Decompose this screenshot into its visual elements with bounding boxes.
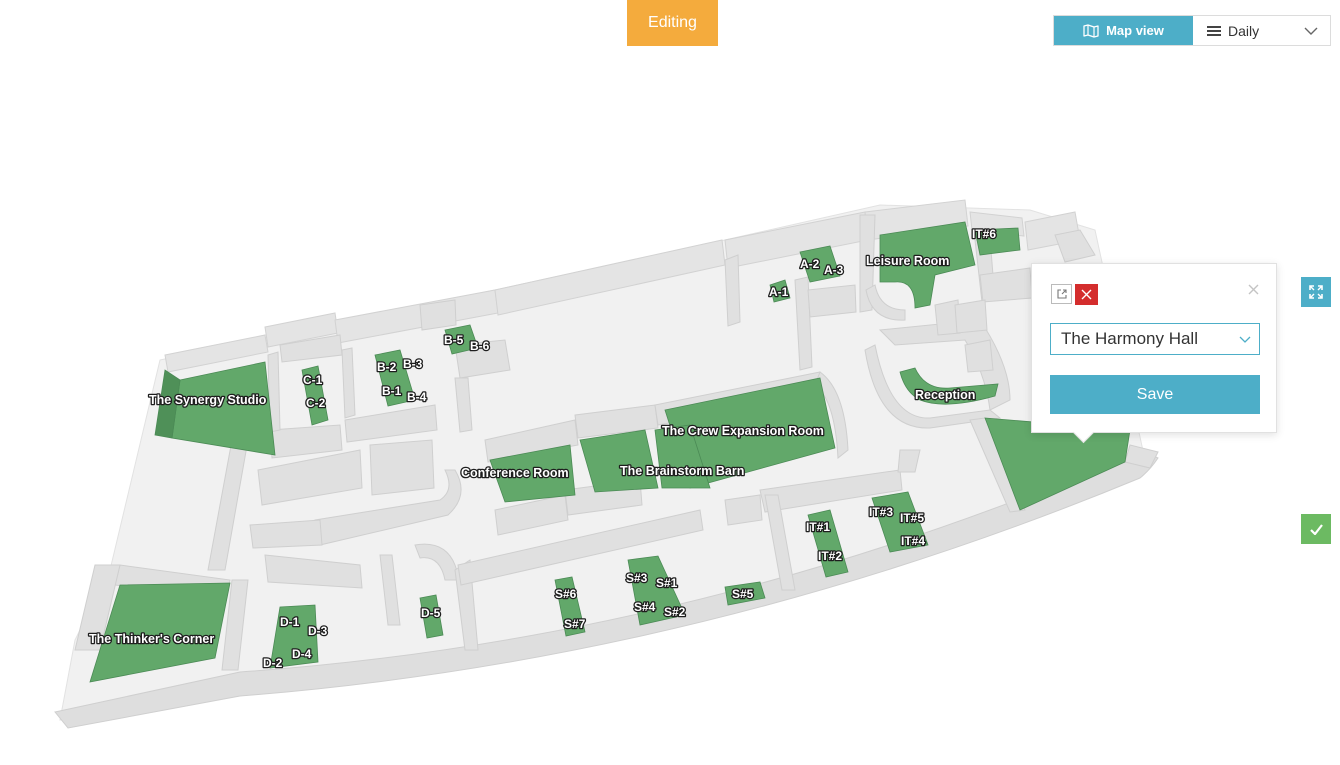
room-label: S#4: [634, 600, 656, 614]
room-label: B-5: [444, 333, 464, 347]
room-labels: The Synergy Studio C-1 C-2 B-2 B-3 B-1 B…: [88, 226, 998, 672]
desk-s1234: [627, 555, 686, 626]
room-thinkers-corner: [89, 582, 231, 683]
desk-s67: [554, 576, 586, 637]
room-label: IT#3: [869, 505, 893, 519]
editing-mode-badge: Editing: [627, 0, 718, 46]
room-label: IT#5: [900, 511, 924, 525]
list-icon: [1207, 25, 1221, 36]
close-popup-button[interactable]: [1242, 278, 1264, 300]
room-label: A-1: [769, 285, 789, 299]
desk-it6: [974, 227, 1021, 256]
room-label: IT#6: [972, 227, 996, 241]
room-reception: [899, 367, 999, 405]
room-label: B-6: [470, 339, 490, 353]
room-label: D-1: [280, 615, 300, 629]
view-toolbar: Map view Daily: [1053, 15, 1331, 46]
room-label: D-4: [292, 647, 312, 661]
room-label: B-4: [407, 390, 427, 404]
save-button[interactable]: Save: [1050, 375, 1260, 414]
editing-label: Editing: [648, 14, 697, 31]
room-label: IT#4: [901, 534, 925, 548]
desk-c: [301, 365, 329, 426]
room-label: C-1: [303, 373, 323, 387]
room-label: D-2: [263, 656, 283, 670]
desk-s5: [724, 581, 766, 606]
room-label: S#2: [664, 605, 686, 619]
expand-icon: [1309, 285, 1323, 299]
room-label: Reception: [915, 388, 975, 402]
external-link-icon: [1056, 289, 1067, 299]
desk-a23: [799, 245, 841, 283]
room-leisure: [879, 221, 976, 309]
map-view-label: Map view: [1106, 23, 1164, 38]
room-select[interactable]: The Harmony Hall: [1050, 323, 1260, 355]
check-icon: [1309, 523, 1323, 535]
room-label: S#5: [732, 587, 754, 601]
room-label: B-3: [403, 357, 423, 371]
delete-icon: [1081, 289, 1092, 300]
room-label: The Brainstorm Barn: [620, 464, 744, 478]
desk-d5: [419, 594, 444, 639]
room-label: B-2: [377, 360, 397, 374]
room-label: D-5: [421, 606, 441, 620]
room-label: C-2: [306, 396, 326, 410]
period-dropdown[interactable]: Daily: [1193, 16, 1330, 45]
desk-it345: [871, 491, 929, 553]
room-label: Leisure Room: [866, 254, 949, 268]
close-icon: [1248, 284, 1258, 294]
room-label: The Synergy Studio: [149, 393, 267, 407]
map-view-button[interactable]: Map view: [1054, 16, 1193, 45]
chevron-down-icon: [1304, 27, 1318, 35]
room-label: S#3: [626, 571, 648, 585]
open-external-button[interactable]: [1051, 284, 1072, 304]
chevron-down-icon: [1239, 336, 1251, 343]
room-label: B-1: [382, 384, 402, 398]
room-label: S#6: [555, 587, 577, 601]
desk-d: [269, 604, 319, 669]
room-brainstorm: [579, 429, 659, 493]
room-label: A-3: [824, 263, 844, 277]
desk-a1: [769, 279, 791, 303]
fullscreen-button[interactable]: [1301, 277, 1331, 307]
room-label: The Crew Expansion Room: [662, 424, 824, 438]
save-label: Save: [1136, 385, 1174, 403]
room-label: IT#2: [818, 549, 842, 563]
interior-walls: [74, 214, 1159, 671]
room-label: S#1: [656, 576, 678, 590]
room-synergy-studio-side: [154, 369, 181, 439]
map-icon: [1083, 23, 1099, 38]
room-label: D-3: [308, 624, 328, 638]
confirm-button[interactable]: [1301, 514, 1331, 544]
desk-b-top: [444, 324, 479, 355]
desk-it12: [807, 509, 849, 578]
room-label: A-2: [800, 257, 820, 271]
period-label: Daily: [1228, 22, 1260, 39]
room-label: The Thinker's Corner: [89, 632, 214, 646]
room-brainstorm-2: [654, 424, 711, 489]
room-label: Conference Room: [461, 466, 569, 480]
rooms: [89, 221, 1131, 683]
room-conference: [489, 444, 576, 503]
room-label: S#7: [564, 617, 586, 631]
desk-b: [374, 349, 416, 407]
room-select-value: The Harmony Hall: [1061, 329, 1198, 348]
room-label: IT#1: [806, 520, 830, 534]
room-edit-popup: The Harmony Hall Save: [1031, 263, 1277, 444]
delete-button[interactable]: [1075, 284, 1098, 305]
